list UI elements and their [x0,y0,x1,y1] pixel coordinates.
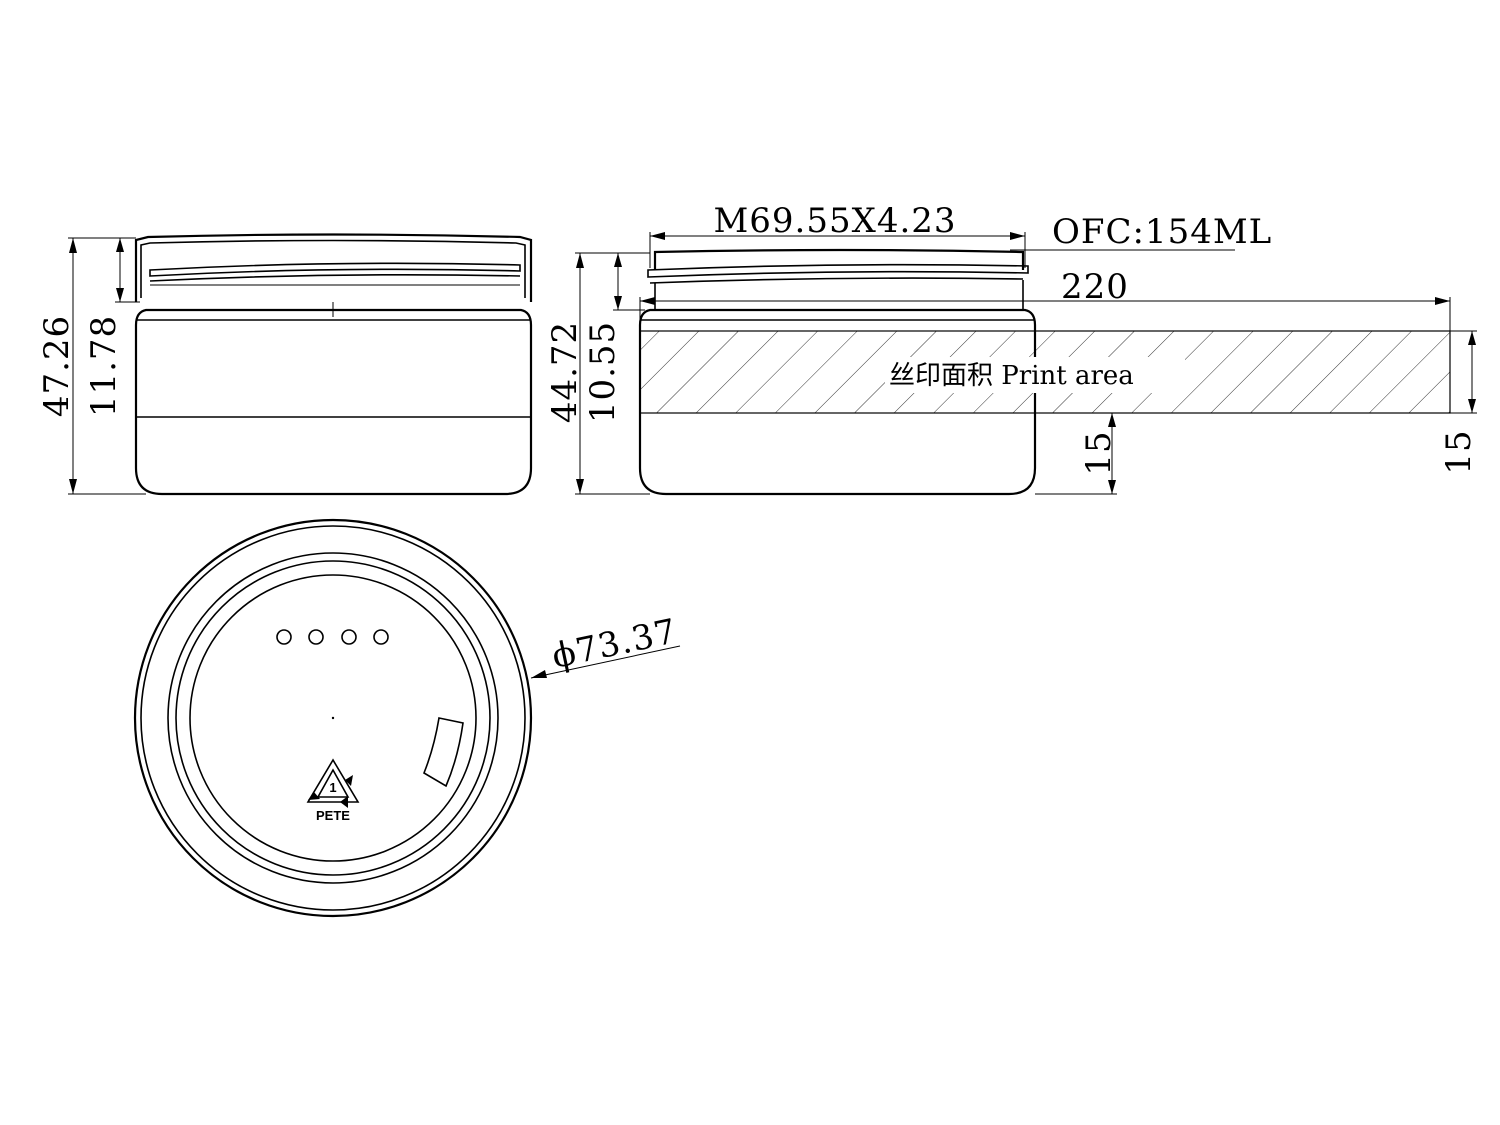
thread-lower [649,277,1024,284]
dim-neck-height: 10.55 [583,321,623,423]
outer-rim [133,518,533,918]
dim-overall-height-open: 44.72 [545,321,585,423]
thread-ring-2 [149,273,521,282]
diameter-leader [530,645,681,679]
material-label: PETE [316,808,350,823]
mold-dot [308,629,324,645]
dim-print-height: 15 [1439,429,1479,474]
base-panel [189,574,477,862]
gate-notch [423,717,464,788]
rim-inner [140,525,526,911]
dim-lid-height: 11.78 [84,315,124,417]
print-area-label: 丝印面积 Print area [889,361,1134,391]
dim-thread-spec: M69.55X4.23 [713,201,956,241]
base-ring-inner [175,560,491,876]
dim-outer-diameter: ϕ73.37 [549,611,681,676]
lid-outline [134,233,533,302]
mold-dot [341,629,357,645]
bottom-view: 1 PETE ϕ73.37 [133,518,681,918]
lid-inner-outline [140,239,526,298]
ofc-volume: OFC:154ML [1052,212,1272,252]
side-view-without-lid: 丝印面积 Print area 44.72 10.55 M69.55X4.23 … [545,201,1479,496]
dim-print-width: 220 [1061,267,1129,307]
dim-print-offset: 15 [1079,430,1119,475]
neck-outline [653,248,1025,270]
mold-dot [373,629,389,645]
jar-body [134,308,533,496]
mold-dot [276,629,292,645]
base-ring-outer [167,552,499,884]
recycle-pete-icon: 1 PETE [306,758,360,823]
dim-overall-height-lid: 47.26 [37,315,77,417]
thread-upper [647,263,1029,278]
recycle-code: 1 [329,780,336,795]
thread-ring-1 [149,262,521,277]
side-view-with-lid: 47.26 11.78 [37,233,533,496]
center-point [331,716,335,720]
